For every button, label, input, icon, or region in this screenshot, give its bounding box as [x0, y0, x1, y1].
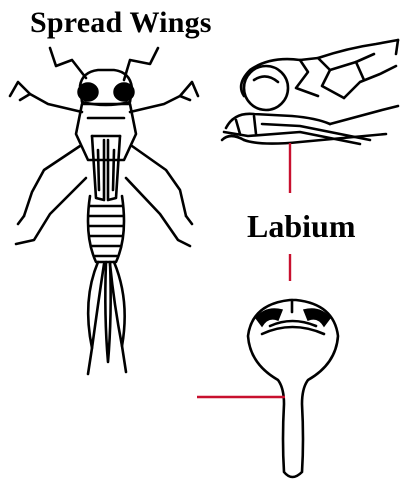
- head-side-view: [222, 40, 398, 144]
- labium-illustration: [248, 300, 338, 477]
- nymph-illustration: [10, 48, 198, 374]
